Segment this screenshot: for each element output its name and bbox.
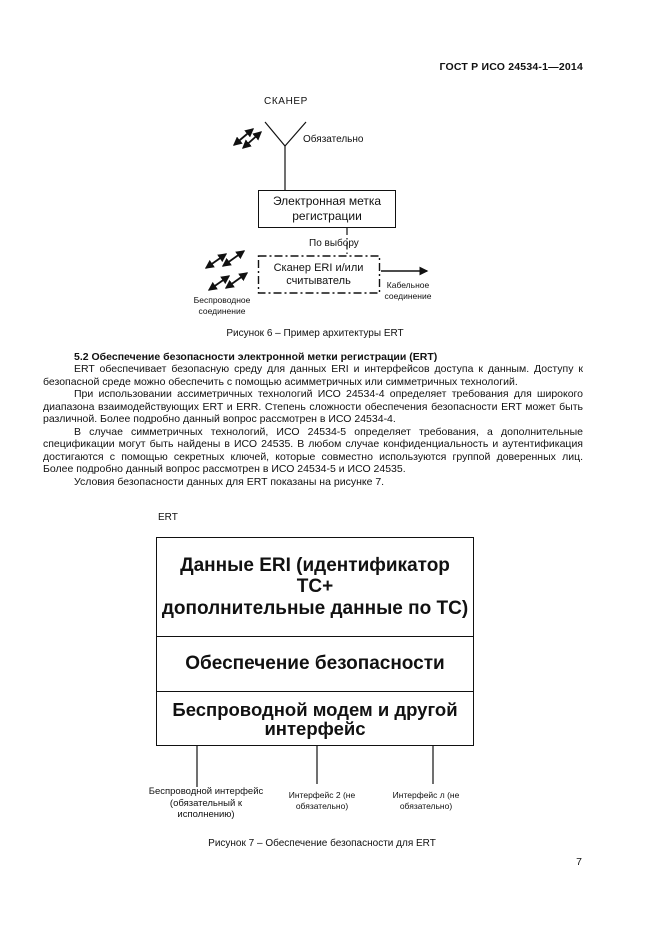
figure7-connector-lines	[196, 746, 434, 787]
wireless-interface-label: Беспроводной интерфейс (обязательный к и…	[148, 786, 264, 820]
document-header: ГОСТ Р ИСО 24534-1—2014	[439, 61, 583, 73]
paragraph: При использовании ассиметричных технолог…	[43, 388, 583, 426]
antenna-icon	[264, 121, 307, 190]
security-layer: Обеспечение безопасности	[157, 637, 473, 692]
figure6-caption: Рисунок 6 – Пример архитектуры ERT	[226, 328, 404, 339]
wireless-signal-icon-top	[232, 128, 263, 149]
mandatory-label: Обязательно	[303, 134, 364, 145]
interface-n-label: Интерфейс л (не обязательно)	[392, 790, 460, 811]
eri-data-layer: Данные ERI (идентификатор ТС+ дополнител…	[157, 538, 473, 637]
paragraph: Условия безопасности данных для ERT пока…	[74, 475, 385, 488]
ert-stack-box: Данные ERI (идентификатор ТС+ дополнител…	[156, 537, 474, 746]
figure7-caption: Рисунок 7 – Обеспечение безопасности для…	[208, 838, 436, 849]
electronic-registration-tag-box: Электронная метка регистрации	[258, 190, 396, 228]
scanner-label: СКАНЕР	[264, 96, 308, 107]
optional-label: По выбору	[309, 238, 359, 249]
wireless-modem-layer: Беспроводной модем и другой интерфейс	[172, 698, 458, 739]
eri-scanner-box: Сканер ERI и/или считыватель	[273, 261, 364, 287]
ert-label: ERT	[158, 512, 178, 523]
page-number: 7	[576, 856, 582, 868]
paragraph: ERT обеспечивает безопасную среду для да…	[43, 363, 583, 388]
paragraph: В случае симметричных технологий, ИСО 24…	[43, 425, 583, 476]
section-heading: 5.2 Обеспечение безопасности электронной…	[74, 351, 438, 363]
section-5-2: 5.2 Обеспечение безопасности электронной…	[43, 351, 583, 488]
wireless-signal-icon-left	[204, 250, 249, 291]
cable-connection-label: Кабельное соединение	[384, 280, 432, 301]
interface-2-label: Интерфейс 2 (не обязательно)	[288, 790, 356, 811]
wireless-connection-label: Беспроводное соединение	[193, 295, 251, 316]
